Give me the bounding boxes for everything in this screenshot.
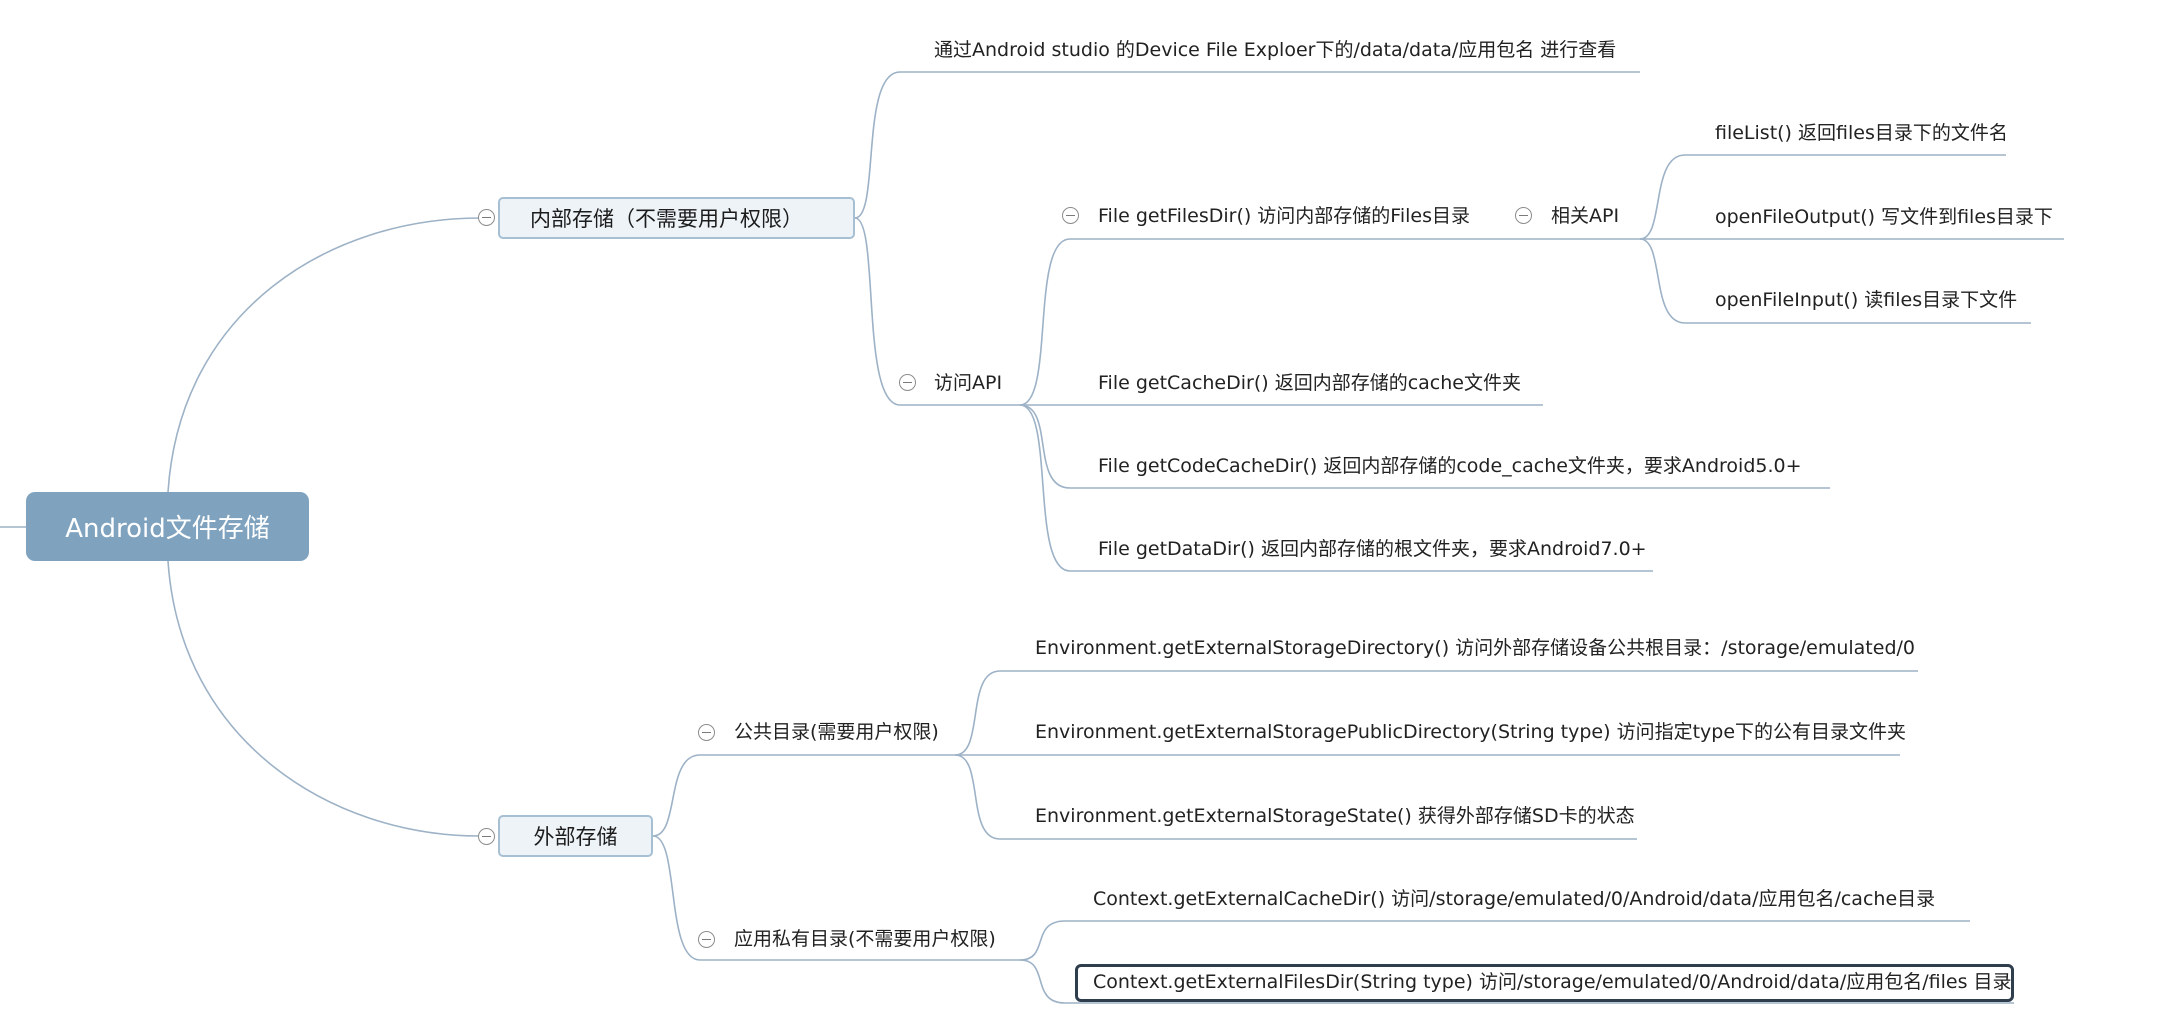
topic-access-api[interactable]: 访问API bbox=[934, 372, 1003, 394]
topic-get-cache-dir[interactable]: File getCacheDir() 返回内部存储的cache文件夹 bbox=[1098, 372, 1521, 394]
root-topic[interactable]: Android文件存储 bbox=[26, 492, 309, 561]
collapse-icon[interactable] bbox=[478, 828, 495, 845]
topic-get-files-dir[interactable]: File getFilesDir() 访问内部存储的Files目录 bbox=[1098, 205, 1471, 227]
topic-get-data-dir[interactable]: File getDataDir() 返回内部存储的根文件夹，要求Android7… bbox=[1098, 538, 1647, 560]
topic-external-cache-dir[interactable]: Context.getExternalCacheDir() 访问/storage… bbox=[1093, 888, 1936, 910]
topic-external-files-dir[interactable]: Context.getExternalFilesDir(String type)… bbox=[1093, 971, 2012, 993]
topic-external-storage-state[interactable]: Environment.getExternalStorageState() 获得… bbox=[1035, 805, 1635, 827]
topic-external-storage[interactable]: 外部存储 bbox=[498, 815, 653, 857]
topic-public-directory[interactable]: 公共目录(需要用户权限) bbox=[734, 721, 939, 743]
topic-file-list[interactable]: fileList() 返回files目录下的文件名 bbox=[1715, 122, 2008, 144]
collapse-icon[interactable] bbox=[1062, 207, 1079, 224]
topic-open-file-input[interactable]: openFileInput() 读files目录下文件 bbox=[1715, 289, 2018, 311]
topic-open-file-output[interactable]: openFileOutput() 写文件到files目录下 bbox=[1715, 206, 2053, 228]
topic-device-file-explorer-note[interactable]: 通过Android studio 的Device File Exploer下的/… bbox=[934, 39, 1617, 61]
topic-external-storage-directory[interactable]: Environment.getExternalStorageDirectory(… bbox=[1035, 637, 1915, 659]
collapse-icon[interactable] bbox=[899, 374, 916, 391]
collapse-icon[interactable] bbox=[478, 209, 495, 226]
topic-related-api[interactable]: 相关API bbox=[1551, 205, 1620, 227]
topic-get-code-cache-dir[interactable]: File getCodeCacheDir() 返回内部存储的code_cache… bbox=[1098, 455, 1802, 477]
collapse-icon[interactable] bbox=[698, 724, 715, 741]
topic-external-storage-public-directory[interactable]: Environment.getExternalStoragePublicDire… bbox=[1035, 721, 1907, 743]
collapse-icon[interactable] bbox=[1515, 207, 1532, 224]
collapse-icon[interactable] bbox=[698, 931, 715, 948]
topic-internal-storage[interactable]: 内部存储（不需要用户权限） bbox=[498, 197, 855, 239]
topic-private-directory[interactable]: 应用私有目录(不需要用户权限) bbox=[734, 928, 996, 950]
